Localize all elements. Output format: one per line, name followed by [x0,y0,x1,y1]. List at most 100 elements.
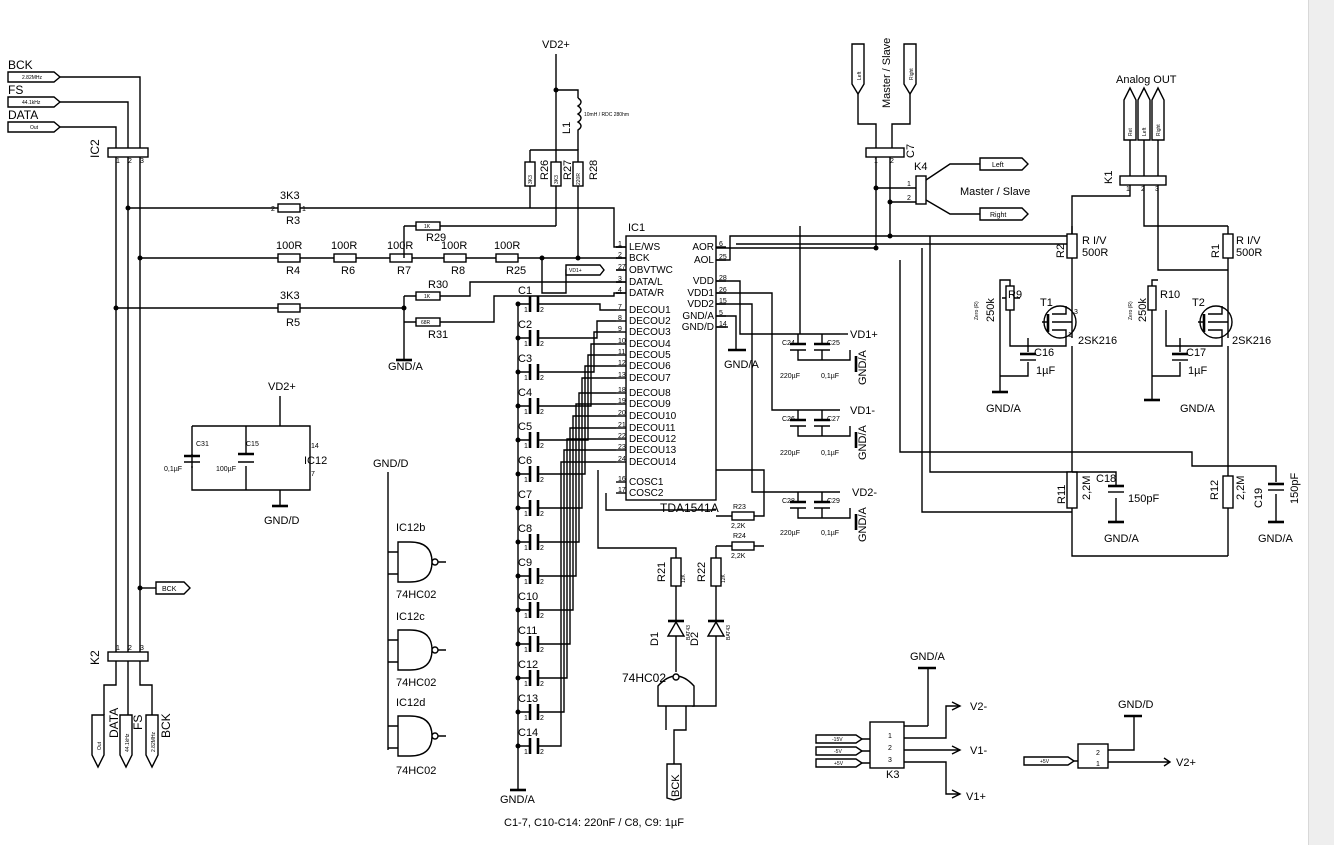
bck-input-label: BCK [8,58,33,72]
svg-text:D1: D1 [649,632,661,646]
svg-text:1: 1 [524,477,528,484]
svg-text:1: 1 [888,733,892,740]
svg-text:1: 1 [1126,186,1130,193]
svg-text:VD1-: VD1- [850,405,875,417]
svg-text:C25: C25 [827,340,840,347]
svg-text:C7: C7 [905,144,917,158]
ic1-pin-name: GND/D [682,322,714,333]
connector-k3: GND/A 123 K3 -15V -5V +5V V2- V1- V1+ [815,651,987,803]
svg-text:1: 1 [524,749,528,756]
ic1-pin-name: VDD1 [687,288,714,299]
svg-text:L1: L1 [561,122,573,134]
ic1-pin-number: 21 [618,422,626,429]
svg-text:100R: 100R [331,240,357,252]
ic1-pin-name: COSC2 [629,488,664,499]
svg-text:GND/A: GND/A [910,651,946,663]
svg-text:2: 2 [540,511,544,518]
ic1-pin-name: AOL [694,255,714,266]
ic1-pin-number: 13 [618,372,626,379]
svg-text:R12: R12 [1209,480,1221,500]
scrollbar-gutter[interactable] [1308,0,1334,845]
ic1-pin-number: 28 [719,275,727,282]
ic1-pin-number: 26 [719,287,727,294]
svg-text:0,1µF: 0,1µF [821,450,839,457]
svg-text:2: 2 [540,375,544,382]
bck-input-freq: 2.82MHz [22,75,43,81]
svg-text:2: 2 [128,158,132,165]
svg-text:GND/A: GND/A [1258,533,1294,545]
svg-text:3: 3 [140,158,144,165]
svg-text:2: 2 [540,579,544,586]
svg-text:2: 2 [540,443,544,450]
svg-text:2,2K: 2,2K [731,553,746,560]
decoupling-cap-label: C7 [518,489,532,501]
svg-text:2: 2 [540,545,544,552]
svg-text:R6: R6 [341,265,355,277]
svg-text:GND/A: GND/A [857,350,869,386]
svg-text:2SK216: 2SK216 [1232,335,1271,347]
svg-text:2: 2 [907,195,911,202]
svg-text:Master / Slave: Master / Slave [960,186,1030,198]
svg-text:Zero (R): Zero (R) [974,301,980,320]
svg-text:Zero (R): Zero (R) [1128,301,1134,320]
svg-text:1: 1 [524,613,528,620]
svg-text:R2: R2 [1055,244,1067,258]
ic1-pin-number: 12 [618,360,626,367]
ic1-pin-name: DECOU12 [629,434,677,445]
svg-text:220R: 220R [576,173,582,185]
svg-text:3: 3 [140,645,144,652]
svg-text:C16: C16 [1034,347,1054,359]
svg-text:Left: Left [992,162,1004,169]
svg-text:GND/A: GND/A [857,425,869,461]
svg-text:150pF: 150pF [1128,493,1159,505]
fs-input-flag [7,96,62,108]
svg-text:VD1+: VD1+ [569,268,582,274]
svg-text:R10: R10 [1160,289,1180,301]
svg-text:Analog OUT: Analog OUT [1116,74,1177,86]
svg-text:500R: 500R [1082,247,1108,259]
svg-text:R29: R29 [426,232,446,244]
svg-text:2,2M: 2,2M [1235,476,1247,500]
ic1-pin-name: DECOU11 [629,423,676,434]
ic1-pin-name: DECOU6 [629,361,671,372]
svg-text:GND/A: GND/A [857,507,869,543]
svg-text:GND/D: GND/D [1118,699,1154,711]
svg-text:2: 2 [540,307,544,314]
svg-text:R30: R30 [428,279,448,291]
ic1-pin-number: 4 [618,287,622,294]
svg-text:GND/D: GND/D [264,515,300,527]
svg-text:IC12c: IC12c [396,611,425,623]
ic1-pin-number: 5 [719,310,723,317]
svg-text:220µF: 220µF [780,373,800,380]
svg-text:C17: C17 [1186,347,1206,359]
svg-text:1: 1 [524,443,528,450]
decoupling-cap-label: C12 [518,659,538,671]
ic1-pin-number: 23 [618,444,626,451]
svg-text:2: 2 [540,477,544,484]
svg-text:2,2K: 2,2K [731,523,746,530]
ic1-pin-number: 27 [618,264,626,271]
svg-text:2: 2 [888,745,892,752]
svg-text:GND/A: GND/A [1104,533,1140,545]
svg-text:VD2+: VD2+ [268,381,296,393]
svg-text:3K3: 3K3 [554,175,560,184]
svg-text:2.82MHz: 2.82MHz [151,731,157,752]
svg-text:2: 2 [540,409,544,416]
svg-text:1: 1 [524,307,528,314]
svg-text:IC12b: IC12b [396,522,425,534]
ladder-ground: GND/A C1-7, C10-C14: 220nF / C8, C9: 1µF [500,304,684,829]
svg-text:Ret: Ret [1128,128,1134,136]
svg-text:IC12d: IC12d [396,697,425,709]
decoupling-cap-label: C5 [518,421,532,433]
svg-text:2: 2 [271,206,275,213]
svg-text:C24: C24 [782,340,795,347]
svg-text:10mH / RDC 280hm: 10mH / RDC 280hm [584,112,629,118]
svg-text:74HC02: 74HC02 [396,765,436,777]
svg-text:Right: Right [909,68,915,80]
